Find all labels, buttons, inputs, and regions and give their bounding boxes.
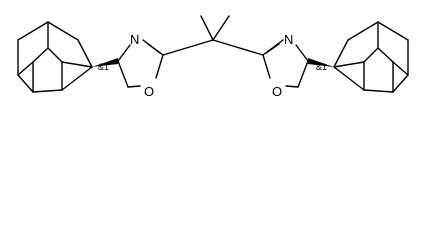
bond (392, 74, 409, 93)
bond (212, 15, 230, 41)
chemical-structure: N O &1 N O &1 (17, 15, 409, 99)
wedge-bond-left (92, 58, 118, 67)
bond (333, 66, 365, 91)
bond (17, 21, 49, 41)
bond (127, 85, 141, 88)
bond (363, 47, 379, 63)
bond (47, 21, 79, 41)
bond (47, 47, 63, 63)
bond (295, 44, 309, 62)
bond (212, 39, 264, 56)
bond (297, 60, 309, 88)
bond (377, 47, 394, 63)
left-oxazoline-oxygen: O (144, 84, 154, 99)
bond (347, 21, 379, 41)
left-adamantane (17, 21, 93, 93)
central-dimethyl (162, 15, 264, 56)
bond (333, 61, 365, 68)
bond (363, 89, 394, 93)
bond (262, 54, 271, 79)
bond (285, 85, 299, 88)
left-stereo-label: &1 (98, 62, 109, 72)
bond (377, 21, 409, 41)
bond (17, 74, 34, 93)
bond (392, 61, 409, 76)
left-oxazoline-nitrogen: N (130, 32, 139, 47)
bond (61, 61, 93, 68)
wedge-bond-right (308, 58, 334, 67)
right-oxazoline (262, 39, 309, 88)
bond (61, 66, 93, 91)
right-adamantane (333, 21, 409, 93)
bond (32, 47, 49, 63)
bond (117, 44, 131, 62)
bond (32, 89, 63, 93)
bond (147, 43, 161, 54)
bond (155, 54, 164, 79)
bond (162, 39, 214, 56)
left-oxazoline (117, 39, 164, 88)
right-stereo-label: &1 (316, 62, 327, 72)
right-oxazoline-oxygen: O (272, 84, 282, 99)
right-oxazoline-nitrogen: N (284, 32, 293, 47)
bond (17, 61, 34, 76)
bond (333, 39, 349, 68)
bond (77, 39, 93, 68)
bond (265, 43, 280, 54)
bond (117, 60, 129, 88)
bond (200, 15, 214, 41)
